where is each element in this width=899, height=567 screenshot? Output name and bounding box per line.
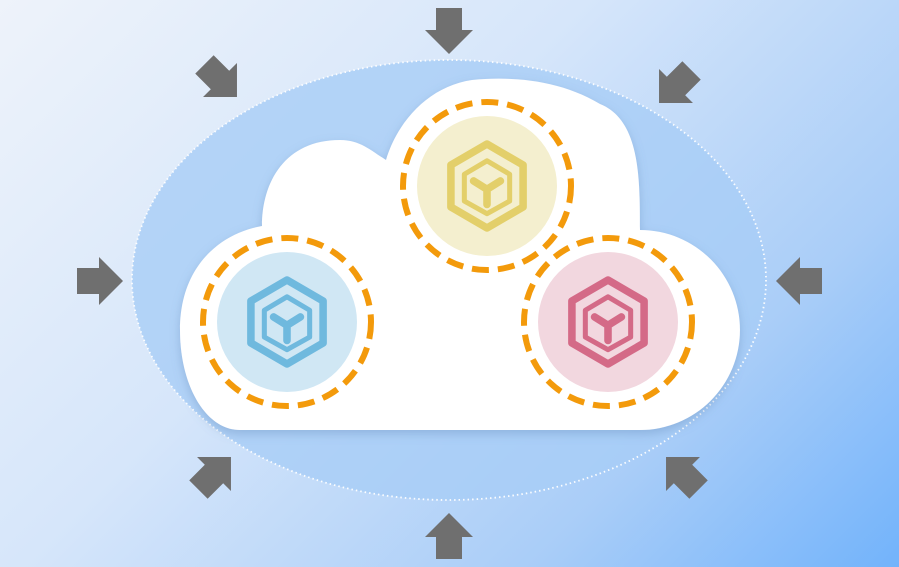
- node-pink: [521, 235, 695, 409]
- node-yellow: [400, 99, 574, 273]
- inward-arrows: [77, 8, 822, 559]
- arrow-top-left-icon: [195, 55, 237, 97]
- arrow-left-icon: [77, 257, 123, 305]
- arrow-bottom-right-icon: [666, 457, 708, 499]
- arrow-bottom-left-icon: [189, 457, 231, 499]
- cloud-nodes: [200, 99, 695, 409]
- node-blue: [200, 235, 374, 409]
- arrow-right-icon: [776, 257, 822, 305]
- arrow-bottom-icon: [425, 513, 473, 559]
- arrow-top-right-icon: [659, 61, 701, 103]
- arrow-top-icon: [425, 8, 473, 54]
